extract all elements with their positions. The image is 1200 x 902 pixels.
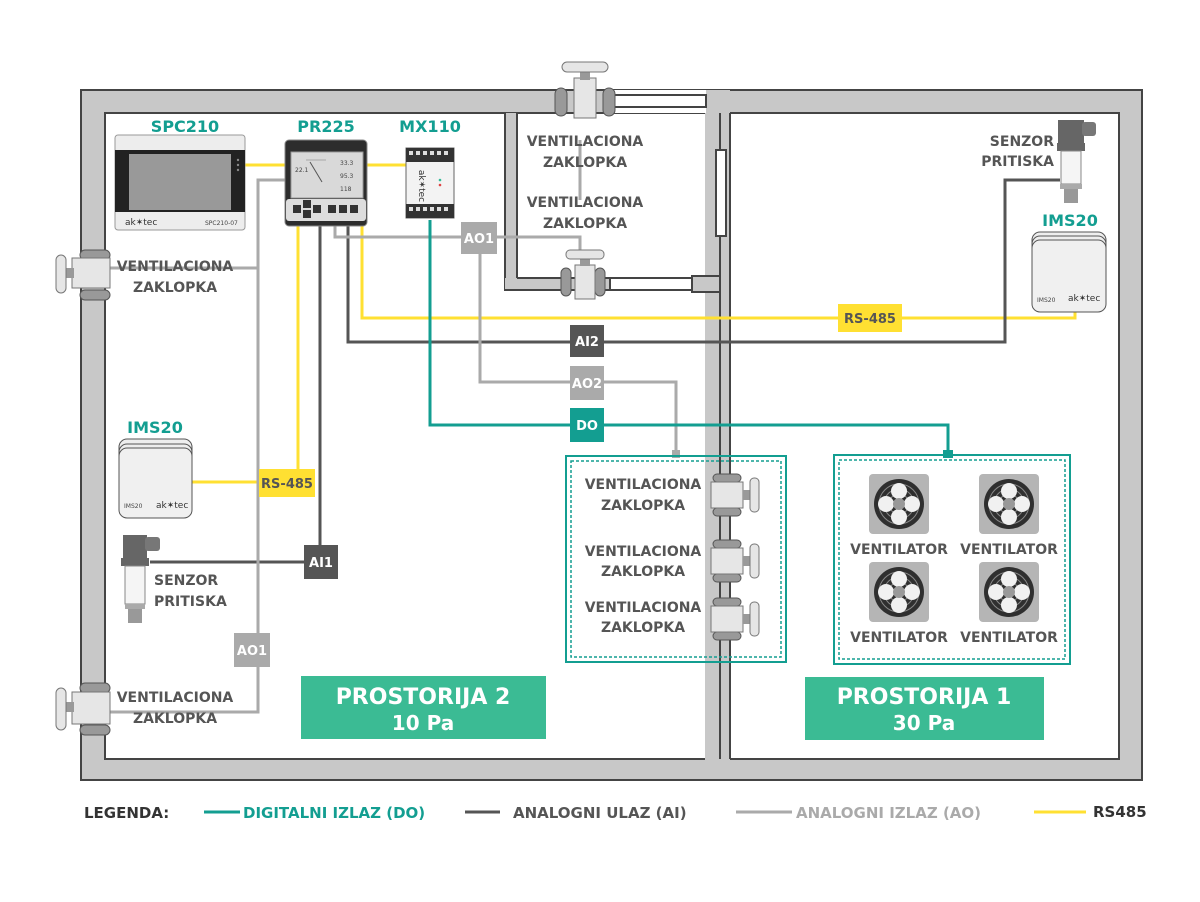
svg-text:ZAKLOPKA: ZAKLOPKA [133, 711, 217, 727]
fan-3[interactable]: VENTILATOR [850, 562, 948, 646]
svg-text:AI1: AI1 [309, 556, 333, 571]
damper-valve-left-bottom[interactable] [55, 682, 111, 736]
damper-valve-top[interactable] [554, 61, 616, 119]
spc210-panel[interactable]: ak✶tec SPC210-07 [114, 134, 246, 231]
pr225-controller[interactable]: 22.1 33.3 95.3 118 [284, 139, 368, 227]
ims20-right-brand: ak✶tec [1068, 294, 1100, 304]
label-sensor-right: SENZOR PRITISKA [981, 134, 1054, 170]
spc210-brand: ak✶tec [125, 218, 157, 228]
tag-ai2: AI2 [570, 325, 604, 357]
svg-text:DO: DO [576, 419, 598, 434]
svg-text:ZAKLOPKA: ZAKLOPKA [133, 280, 217, 296]
svg-text:AO1: AO1 [237, 644, 267, 659]
group-damper-2-line2: ZAKLOPKA [601, 564, 685, 580]
fan-label: VENTILATOR [850, 630, 948, 646]
fan-label: VENTILATOR [850, 542, 948, 558]
svg-text:SENZOR: SENZOR [154, 573, 218, 589]
group-damper-1-line1: VENTILACIONA [585, 477, 702, 493]
pressure-sensor-left[interactable] [121, 535, 160, 623]
label-damper-bypass: VENTILACIONA ZAKLOPKA [527, 195, 644, 232]
tag-ao2: AO2 [570, 366, 604, 400]
pr225-screen-value-3: 95.3 [340, 173, 354, 180]
tag-ao1-top: AO1 [461, 222, 497, 254]
room-1-name: PROSTORIJA 1 [837, 685, 1012, 710]
ims20-left-model: IMS20 [124, 503, 143, 510]
pr225-screen-value-4: 118 [340, 186, 352, 193]
damper-group-box: VENTILACIONA ZAKLOPKA VENTILACIONA ZAKLO… [565, 455, 787, 663]
tag-rs485-right: RS-485 [838, 304, 902, 332]
mx110-module[interactable]: ak✶tec [405, 147, 455, 219]
pr225-title: PR225 [297, 117, 354, 136]
svg-text:PRITISKA: PRITISKA [981, 154, 1054, 170]
pr225-screen-value-2: 33.3 [340, 160, 354, 167]
ims20-left-sensor[interactable]: IMS20 ak✶tec [118, 438, 193, 519]
room-badge-1: PROSTORIJA 1 30 Pa [805, 677, 1044, 740]
wires [110, 140, 1077, 714]
legend-label-do: DIGITALNI IZLAZ (DO) [243, 804, 425, 822]
ims20-right-title: IMS20 [1042, 211, 1098, 230]
legend-label-rs485: RS485 [1093, 803, 1147, 821]
mx110-brand: ak✶tec [416, 170, 426, 202]
svg-text:PRITISKA: PRITISKA [154, 594, 227, 610]
legend-label-ao: ANALOGNI IZLAZ (AO) [796, 804, 981, 822]
pr225-screen-value-1: 22.1 [295, 167, 309, 174]
ims20-left-brand: ak✶tec [156, 501, 188, 511]
label-damper-left-bottom: VENTILACIONA ZAKLOPKA [117, 690, 234, 727]
svg-text:RS-485: RS-485 [261, 477, 313, 492]
ims20-left-title: IMS20 [127, 418, 183, 437]
svg-text:ZAKLOPKA: ZAKLOPKA [543, 155, 627, 171]
svg-text:SENZOR: SENZOR [990, 134, 1054, 150]
damper-valve-group-2[interactable] [710, 539, 760, 583]
svg-text:VENTILACIONA: VENTILACIONA [527, 134, 644, 150]
svg-text:VENTILACIONA: VENTILACIONA [527, 195, 644, 211]
fan-group-box [833, 454, 1071, 665]
damper-valve-group-1[interactable] [710, 473, 760, 517]
room-2-name: PROSTORIJA 2 [336, 685, 511, 710]
svg-text:AO1: AO1 [464, 232, 494, 247]
legend-title: LEGENDA: [84, 804, 169, 822]
spc210-title: SPC210 [151, 117, 219, 136]
fan-4[interactable]: VENTILATOR [960, 562, 1058, 646]
tag-ao1-left: AO1 [234, 633, 270, 667]
tag-do: DO [570, 408, 604, 442]
fan-label: VENTILATOR [960, 542, 1058, 558]
legend-label-ai: ANALOGNI ULAZ (AI) [513, 804, 687, 822]
mx110-title: MX110 [399, 117, 461, 136]
label-sensor-left: SENZOR PRITISKA [154, 573, 227, 610]
svg-text:RS-485: RS-485 [844, 312, 896, 327]
ims20-right-sensor[interactable]: IMS20 ak✶tec [1031, 231, 1107, 313]
group-damper-1-line2: ZAKLOPKA [601, 498, 685, 514]
damper-valve-bypass[interactable] [560, 249, 606, 300]
svg-text:AO2: AO2 [572, 377, 602, 392]
group-damper-2-line1: VENTILACIONA [585, 544, 702, 560]
fan-2[interactable]: VENTILATOR [960, 474, 1058, 558]
damper-valve-left-top[interactable] [55, 249, 111, 301]
room-2-pressure: 10 Pa [392, 711, 454, 735]
label-damper-top: VENTILACIONA ZAKLOPKA [527, 134, 644, 171]
pressure-sensor-right[interactable] [1057, 120, 1096, 203]
group-damper-3-line1: VENTILACIONA [585, 600, 702, 616]
room-badge-2: PROSTORIJA 2 10 Pa [301, 676, 546, 739]
ims20-right-model: IMS20 [1037, 297, 1056, 304]
svg-text:AI2: AI2 [575, 335, 599, 350]
tag-rs485-left: RS-485 [259, 469, 315, 497]
svg-text:ZAKLOPKA: ZAKLOPKA [543, 216, 627, 232]
legend: LEGENDA: DIGITALNI IZLAZ (DO) ANALOGNI U… [84, 803, 1147, 822]
fan-label: VENTILATOR [960, 630, 1058, 646]
svg-text:VENTILACIONA: VENTILACIONA [117, 690, 234, 706]
svg-text:VENTILACIONA: VENTILACIONA [117, 259, 234, 275]
room-1-pressure: 30 Pa [893, 711, 955, 735]
tag-ai1: AI1 [304, 545, 338, 579]
fan-1[interactable]: VENTILATOR [850, 474, 948, 558]
damper-valve-group-3[interactable] [710, 597, 760, 641]
group-damper-3-line2: ZAKLOPKA [601, 620, 685, 636]
label-damper-left-top: VENTILACIONA ZAKLOPKA [117, 259, 234, 296]
spc210-model: SPC210-07 [205, 220, 238, 227]
